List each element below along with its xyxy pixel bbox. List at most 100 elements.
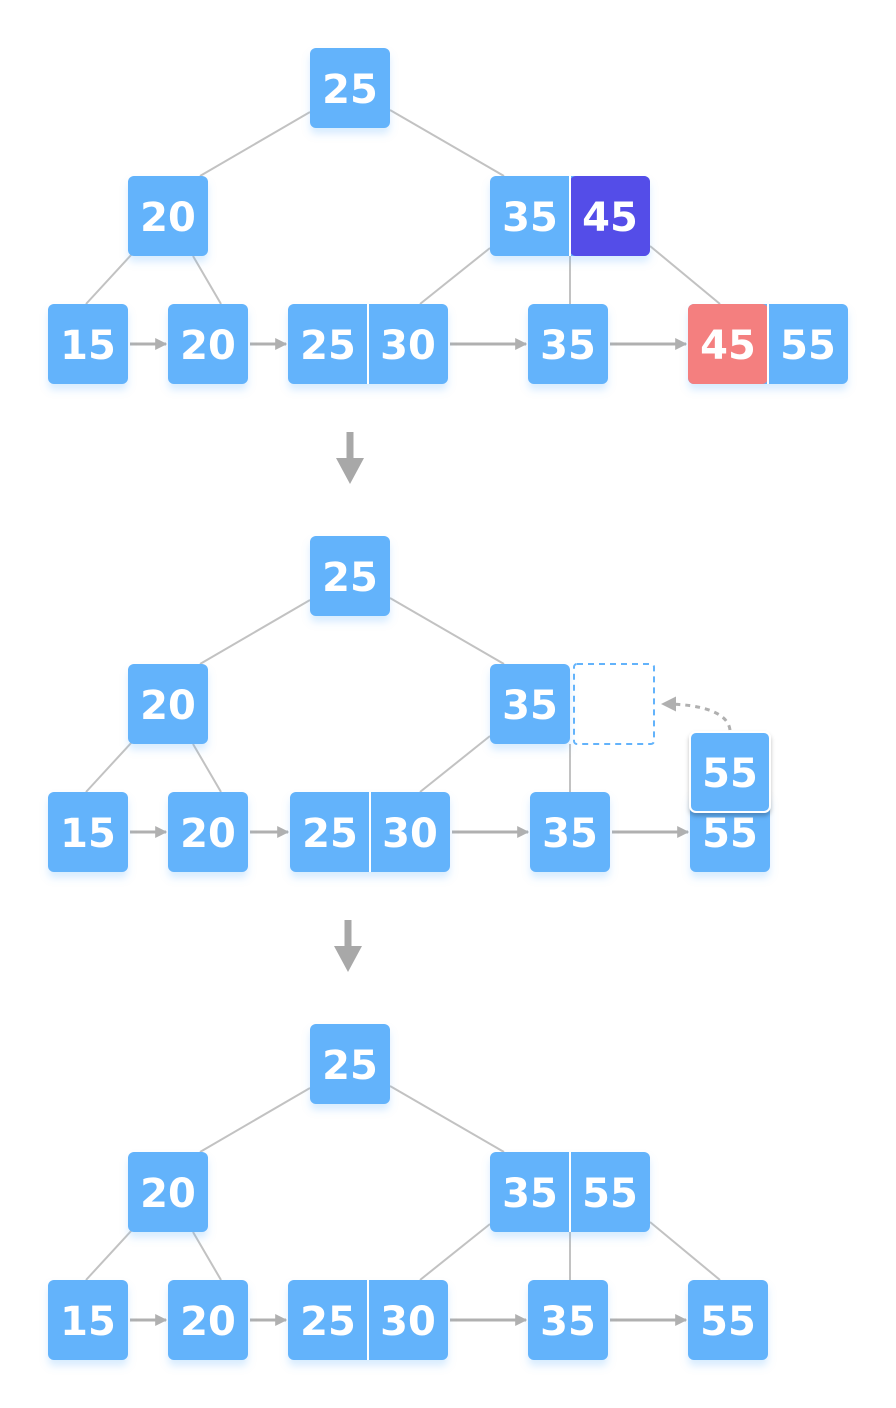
root-node-box bbox=[310, 1024, 390, 1104]
curved-arrow-icon bbox=[661, 696, 732, 731]
internal-node-right: 35 bbox=[490, 664, 570, 744]
edge-left-leaf2 bbox=[192, 743, 222, 793]
internal-node-left-box bbox=[128, 176, 208, 256]
internal-node-left-box bbox=[128, 1152, 208, 1232]
moving-key-box bbox=[689, 731, 771, 813]
down-arrow-icon bbox=[334, 920, 362, 972]
leaf-node-1: 15 bbox=[48, 304, 128, 384]
leaf-node-1: 15 bbox=[48, 1280, 128, 1360]
leaf-node-1: 15 bbox=[48, 792, 128, 872]
edge-left-leaf1 bbox=[85, 1229, 133, 1281]
root-node-box bbox=[310, 48, 390, 128]
leaf-node-4-box bbox=[528, 1280, 608, 1360]
leaf-node-2-box bbox=[168, 304, 248, 384]
leaf-node-4-key: 35 bbox=[540, 323, 596, 369]
internal-node-left-key: 20 bbox=[140, 683, 196, 729]
edge-left-leaf2 bbox=[192, 255, 222, 305]
edge-left-leaf1 bbox=[85, 741, 133, 793]
internal-node-right-key: 55 bbox=[582, 1171, 638, 1217]
leaf-node-3-key: 25 bbox=[300, 323, 356, 369]
leaf-node-3-key: 30 bbox=[380, 1299, 436, 1345]
leaf-node-4: 35 bbox=[528, 304, 608, 384]
internal-node-left: 20 bbox=[128, 176, 208, 256]
leaf-node-5-key-highlight bbox=[688, 304, 768, 384]
edge-root-left bbox=[199, 1087, 311, 1153]
edge-right-leaf3 bbox=[419, 247, 491, 305]
leaf-node-2-box bbox=[168, 1280, 248, 1360]
root-node-key: 25 bbox=[322, 67, 378, 113]
internal-node-right-key-highlight bbox=[570, 176, 650, 256]
internal-node-left-key: 20 bbox=[140, 195, 196, 241]
edge-right-leaf5 bbox=[649, 245, 721, 305]
edge-right-leaf3 bbox=[419, 735, 491, 793]
edge-left-leaf1 bbox=[85, 253, 133, 305]
leaf-node-5-key: 45 bbox=[700, 323, 756, 369]
leaf-node-4-box bbox=[530, 792, 610, 872]
leaf-node-2-box bbox=[168, 792, 248, 872]
leaf-node-5-key: 55 bbox=[780, 323, 836, 369]
edge-left-leaf2 bbox=[192, 1231, 222, 1281]
internal-node-left: 20 bbox=[128, 1152, 208, 1232]
leaf-node-4: 35 bbox=[528, 1280, 608, 1360]
leaf-node-2-key: 20 bbox=[180, 811, 236, 857]
leaf-node-4-key: 35 bbox=[542, 811, 598, 857]
root-node-box bbox=[310, 536, 390, 616]
internal-node-left: 20 bbox=[128, 664, 208, 744]
edge-root-right bbox=[389, 597, 505, 665]
down-arrow-head bbox=[336, 458, 364, 484]
leaf-node-5-box bbox=[688, 1280, 768, 1360]
leaf-node-1-key: 15 bbox=[60, 811, 116, 857]
leaf-node-1-key: 15 bbox=[60, 323, 116, 369]
leaf-node-2-key: 20 bbox=[180, 323, 236, 369]
leaf-node-2: 20 bbox=[168, 792, 248, 872]
down-arrow-head bbox=[334, 946, 362, 972]
moving-key-node: 55 bbox=[689, 731, 771, 813]
leaf-node-1-box bbox=[48, 792, 128, 872]
leaf-node-3: 25 30 bbox=[288, 304, 448, 384]
root-node: 25 bbox=[310, 1024, 390, 1104]
root-node: 25 bbox=[310, 48, 390, 128]
internal-node-right-key: 35 bbox=[502, 683, 558, 729]
stage-1: 25 20 35 45 15 20 25 30 35 45 55 bbox=[48, 48, 848, 384]
internal-node-right-key: 35 bbox=[502, 1171, 558, 1217]
leaf-node-1-box bbox=[48, 304, 128, 384]
leaf-node-4: 35 bbox=[530, 792, 610, 872]
leaf-node-2-key: 20 bbox=[180, 1299, 236, 1345]
edge-root-left bbox=[199, 111, 311, 177]
edge-right-leaf3 bbox=[419, 1223, 491, 1281]
down-arrow-icon bbox=[336, 432, 364, 484]
root-node-key: 25 bbox=[322, 1043, 378, 1089]
leaf-node-1-key: 15 bbox=[60, 1299, 116, 1345]
leaf-node-5-key: 55 bbox=[700, 1299, 756, 1345]
edge-root-right bbox=[389, 109, 505, 177]
leaf-node-3-key: 30 bbox=[380, 323, 436, 369]
leaf-node-4-box bbox=[528, 304, 608, 384]
edge-root-right bbox=[389, 1085, 505, 1153]
empty-key-slot bbox=[573, 663, 655, 745]
internal-node-right: 35 45 bbox=[490, 176, 650, 256]
edge-right-leaf5 bbox=[649, 1221, 721, 1281]
leaf-node-3-key: 25 bbox=[300, 1299, 356, 1345]
internal-node-right-key: 45 bbox=[582, 195, 638, 241]
edge-root-left bbox=[199, 599, 311, 665]
root-node: 25 bbox=[310, 536, 390, 616]
internal-node-right: 35 55 bbox=[490, 1152, 650, 1232]
leaf-node-5-key: 55 bbox=[702, 811, 758, 857]
internal-node-left-box bbox=[128, 664, 208, 744]
leaf-node-1-box bbox=[48, 1280, 128, 1360]
leaf-node-2: 20 bbox=[168, 304, 248, 384]
leaf-node-2: 20 bbox=[168, 1280, 248, 1360]
leaf-node-4-key: 35 bbox=[540, 1299, 596, 1345]
leaf-node-3-key: 25 bbox=[302, 811, 358, 857]
internal-node-left-key: 20 bbox=[140, 1171, 196, 1217]
internal-node-right-key: 35 bbox=[502, 195, 558, 241]
leaf-node-3: 25 30 bbox=[290, 792, 450, 872]
internal-node-right-box bbox=[490, 664, 570, 744]
stage-3: 25 20 35 55 15 20 25 30 35 55 bbox=[48, 1024, 768, 1360]
leaf-node-3: 25 30 bbox=[288, 1280, 448, 1360]
leaf-node-5: 55 bbox=[688, 1280, 768, 1360]
root-node-key: 25 bbox=[322, 555, 378, 601]
leaf-node-3-key: 30 bbox=[382, 811, 438, 857]
